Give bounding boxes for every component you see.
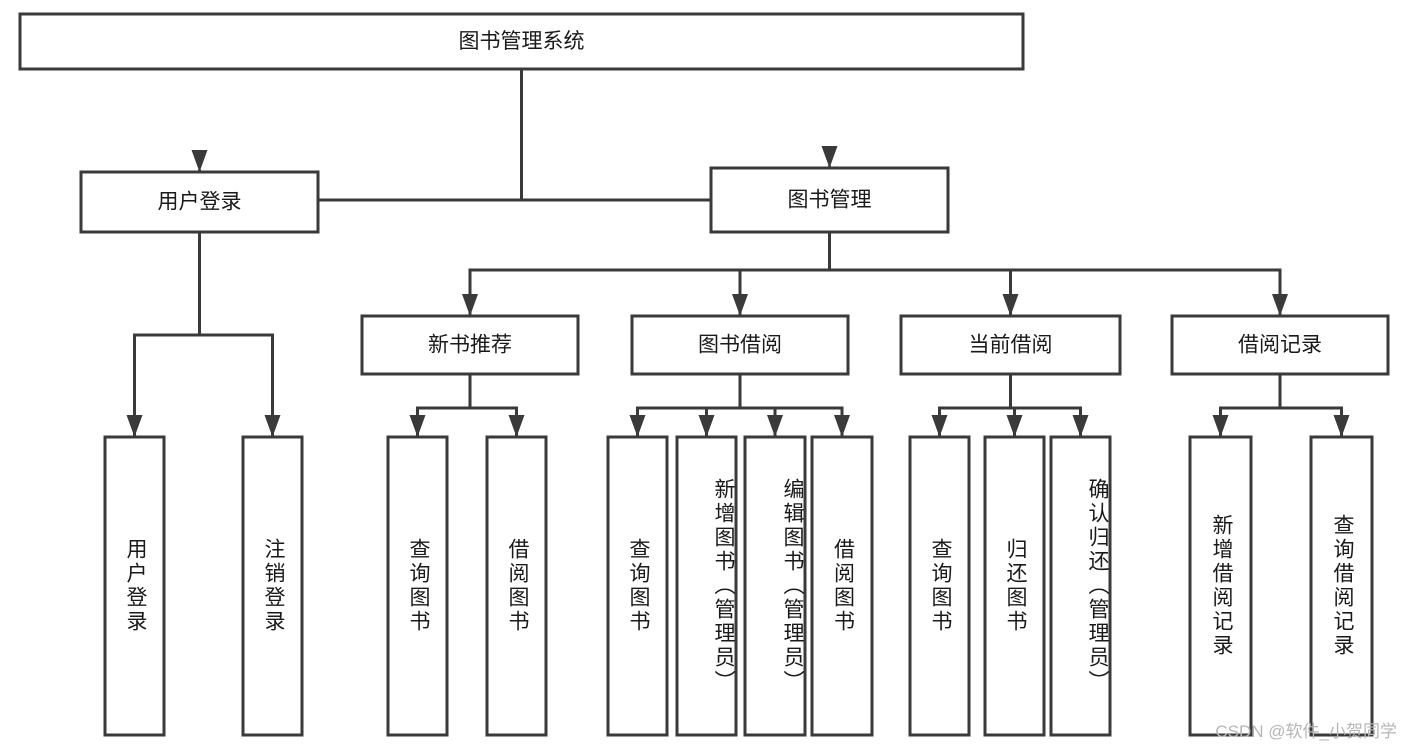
node-root-rect[interactable] bbox=[18, 12, 1025, 71]
current-borrow-arrow-0 bbox=[931, 415, 948, 437]
book-borrow-arrow-0 bbox=[629, 415, 646, 437]
node-leaf-add-book-admin-rect[interactable] bbox=[675, 435, 738, 737]
node-user-login[interactable]: 用户登录 bbox=[79, 170, 320, 234]
user-login-arrow-1 bbox=[264, 415, 281, 437]
new-book-recommend-arrow-1 bbox=[508, 415, 525, 437]
node-leaf-add-borrow-record[interactable] bbox=[1188, 435, 1253, 737]
node-leaf-add-borrow-record-rect[interactable] bbox=[1188, 435, 1253, 737]
node-root[interactable]: 图书管理系统 bbox=[18, 12, 1025, 71]
node-leaf-borrow-book-1[interactable] bbox=[485, 435, 548, 737]
node-leaf-user-logout-rect[interactable] bbox=[241, 435, 304, 737]
node-leaf-borrow-book-1-rect[interactable] bbox=[485, 435, 548, 737]
node-leaf-return-book-rect[interactable] bbox=[983, 435, 1046, 737]
node-current-borrow-rect[interactable] bbox=[899, 314, 1122, 376]
node-leaf-query-book-3[interactable] bbox=[908, 435, 971, 737]
node-borrow-record[interactable]: 借阅记录 bbox=[1170, 314, 1390, 376]
node-leaf-user-login-rect[interactable] bbox=[103, 435, 166, 737]
connector-layer bbox=[126, 67, 1350, 438]
node-leaf-return-book[interactable] bbox=[983, 435, 1046, 737]
node-leaf-user-login[interactable] bbox=[103, 435, 166, 737]
node-leaf-edit-book-admin-rect[interactable] bbox=[743, 435, 807, 737]
node-book-management-label: 图书管理 bbox=[788, 189, 872, 212]
node-current-borrow[interactable]: 当前借阅 bbox=[899, 314, 1122, 376]
node-leaf-confirm-return-admin-rect[interactable] bbox=[1049, 435, 1112, 737]
node-leaf-query-book-3-rect[interactable] bbox=[908, 435, 971, 737]
book-borrow-arrow-2 bbox=[767, 415, 783, 437]
node-new-book-recommend[interactable]: 新书推荐 bbox=[360, 314, 580, 376]
node-borrow-record-rect[interactable] bbox=[1170, 314, 1390, 376]
node-current-borrow-label: 当前借阅 bbox=[969, 334, 1053, 357]
book-management-arrow-2 bbox=[1002, 294, 1019, 316]
root-arrow-1 bbox=[821, 146, 838, 168]
node-leaf-query-book-1-rect[interactable] bbox=[386, 435, 449, 737]
book-management-arrow-1 bbox=[732, 294, 748, 316]
node-user-login-rect[interactable] bbox=[79, 170, 320, 234]
book-borrow-arrow-1 bbox=[698, 415, 715, 437]
node-leaf-confirm-return-admin[interactable] bbox=[1049, 435, 1112, 737]
borrow-record-arrow-1 bbox=[1333, 415, 1350, 437]
node-leaf-query-borrow-record-rect[interactable] bbox=[1309, 435, 1374, 737]
current-borrow-arrow-1 bbox=[1006, 415, 1023, 437]
node-leaf-query-borrow-record[interactable] bbox=[1309, 435, 1374, 737]
node-new-book-recommend-label: 新书推荐 bbox=[428, 334, 512, 357]
book-management-arrow-3 bbox=[1272, 294, 1288, 316]
node-borrow-record-label: 借阅记录 bbox=[1238, 334, 1322, 357]
node-leaf-add-book-admin[interactable] bbox=[675, 435, 738, 737]
node-book-borrow[interactable]: 图书借阅 bbox=[630, 314, 850, 376]
node-leaf-borrow-book-2[interactable] bbox=[810, 435, 874, 737]
current-borrow-arrow-2 bbox=[1072, 415, 1089, 437]
book-management-arrow-0 bbox=[462, 294, 478, 316]
node-leaf-query-book-2-rect[interactable] bbox=[606, 435, 669, 737]
borrow-record-arrow-0 bbox=[1212, 415, 1229, 437]
node-book-management-rect[interactable] bbox=[709, 166, 950, 234]
node-leaf-borrow-book-2-rect[interactable] bbox=[810, 435, 874, 737]
root-arrow-0 bbox=[191, 150, 208, 172]
user-login-arrow-0 bbox=[126, 415, 143, 437]
node-leaf-user-logout[interactable] bbox=[241, 435, 304, 737]
node-book-borrow-rect[interactable] bbox=[630, 314, 850, 376]
node-root-label: 图书管理系统 bbox=[459, 30, 585, 53]
node-leaf-query-book-2[interactable] bbox=[606, 435, 669, 737]
node-book-management[interactable]: 图书管理 bbox=[709, 166, 950, 234]
node-leaf-edit-book-admin[interactable] bbox=[743, 435, 807, 737]
node-new-book-recommend-rect[interactable] bbox=[360, 314, 580, 376]
node-book-borrow-label: 图书借阅 bbox=[698, 334, 782, 357]
node-leaf-query-book-1[interactable] bbox=[386, 435, 449, 737]
book-borrow-arrow-3 bbox=[834, 415, 850, 437]
node-user-login-label: 用户登录 bbox=[158, 191, 242, 214]
new-book-recommend-arrow-0 bbox=[409, 415, 426, 437]
